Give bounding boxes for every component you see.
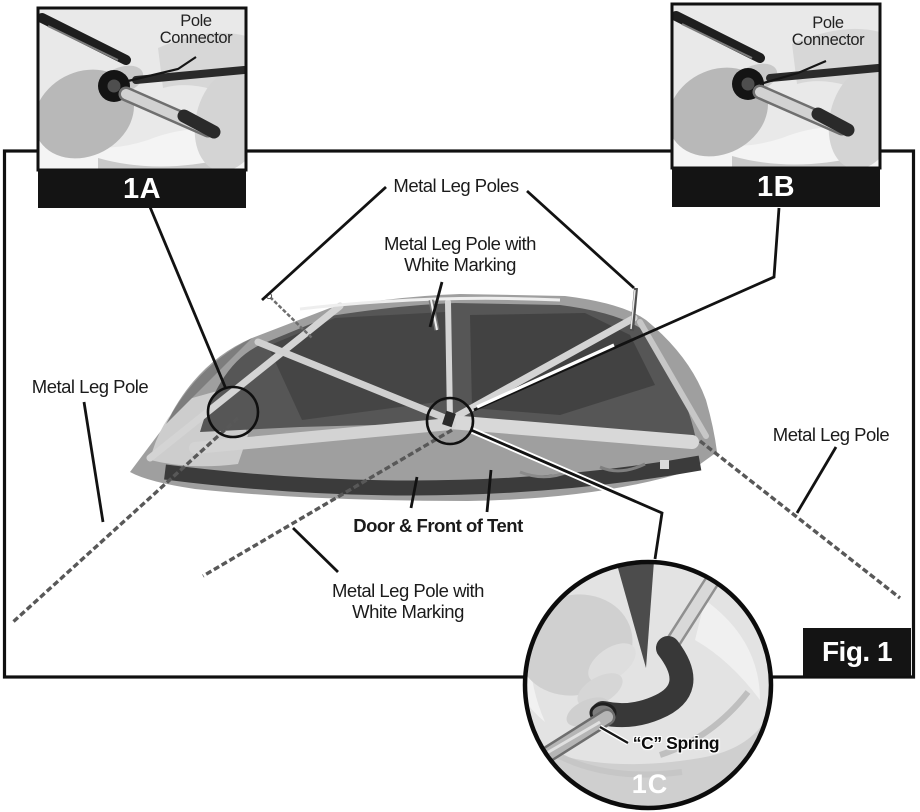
callout-c-spring: “C” Spring — [632, 733, 720, 753]
label-white-marking-bottom: Metal Leg Pole with White Marking — [318, 580, 498, 622]
leader-metal-leg-pole-right — [795, 446, 838, 514]
label-line: Metal Leg Pole with — [332, 580, 484, 601]
label-metal-leg-pole-left: Metal Leg Pole — [31, 376, 149, 397]
label-line: White Marking — [404, 254, 516, 275]
leader-white-marking-top — [428, 281, 444, 328]
inset-1b-label: 1B — [756, 171, 796, 203]
leader-lines — [82, 185, 838, 574]
annotation-circle-left — [206, 385, 260, 439]
leader-c-spring — [599, 725, 629, 745]
figure-number-box: Fig. 1 — [803, 628, 911, 676]
leader-pole-connector-1a — [127, 56, 197, 83]
leader-metal-leg-pole-left — [82, 401, 105, 523]
annotation-circle-center — [425, 396, 475, 446]
label-door-front-of-tent: Door & Front of Tent — [353, 515, 523, 536]
leader-door-right — [485, 469, 493, 513]
leader-circle-to-1c — [470, 428, 664, 560]
callout-line: Connector — [159, 29, 233, 47]
label-metal-leg-poles: Metal Leg Poles — [393, 175, 519, 196]
inset-1b-title-bar: 1B — [672, 168, 880, 207]
leader-metal-leg-poles-left — [261, 185, 387, 302]
callout-line: Connector — [791, 31, 865, 49]
callout-pole-connector-1a: Pole Connector — [144, 13, 248, 47]
leader-metal-leg-poles-right — [526, 189, 635, 290]
callout-pole-connector-1b: Pole Connector — [776, 15, 880, 49]
leader-1b-white-segment — [476, 343, 615, 409]
label-line: Metal Leg Pole with — [384, 233, 536, 254]
callout-line: Pole — [812, 14, 844, 32]
pole-tip-top-right — [630, 287, 638, 332]
metal-leg-pole-lines — [11, 416, 902, 624]
callout-line: Pole — [180, 12, 212, 30]
inset-1c-photo — [522, 559, 774, 811]
figure-frame-border — [2, 149, 916, 679]
inset-1b-photo — [670, 2, 882, 170]
leader-1a-to-circle — [148, 206, 228, 390]
label-metal-leg-pole-right: Metal Leg Pole — [772, 424, 890, 445]
leader-1b-to-circle — [473, 207, 781, 412]
pole-line-bottom-center — [202, 428, 453, 578]
figure-number-label: Fig. 1 — [821, 636, 893, 667]
tent-photo — [130, 287, 717, 501]
leader-pole-connector-1b — [759, 59, 827, 86]
label-white-marking-top: Metal Leg Pole with White Marking — [370, 233, 550, 275]
inset-1c-ring — [522, 559, 774, 811]
inset-1c-label: 1C — [631, 769, 669, 799]
leader-door-left — [409, 476, 419, 509]
label-line: White Marking — [352, 601, 464, 622]
pole-line-bottom-left — [11, 416, 240, 624]
inset-1a-label: 1A — [122, 172, 162, 205]
inset-1a-title-bar: 1A — [38, 170, 246, 208]
inset-1a-photo — [36, 6, 248, 172]
leader-white-marking-bottom — [292, 526, 339, 574]
pole-line-right — [698, 439, 902, 600]
